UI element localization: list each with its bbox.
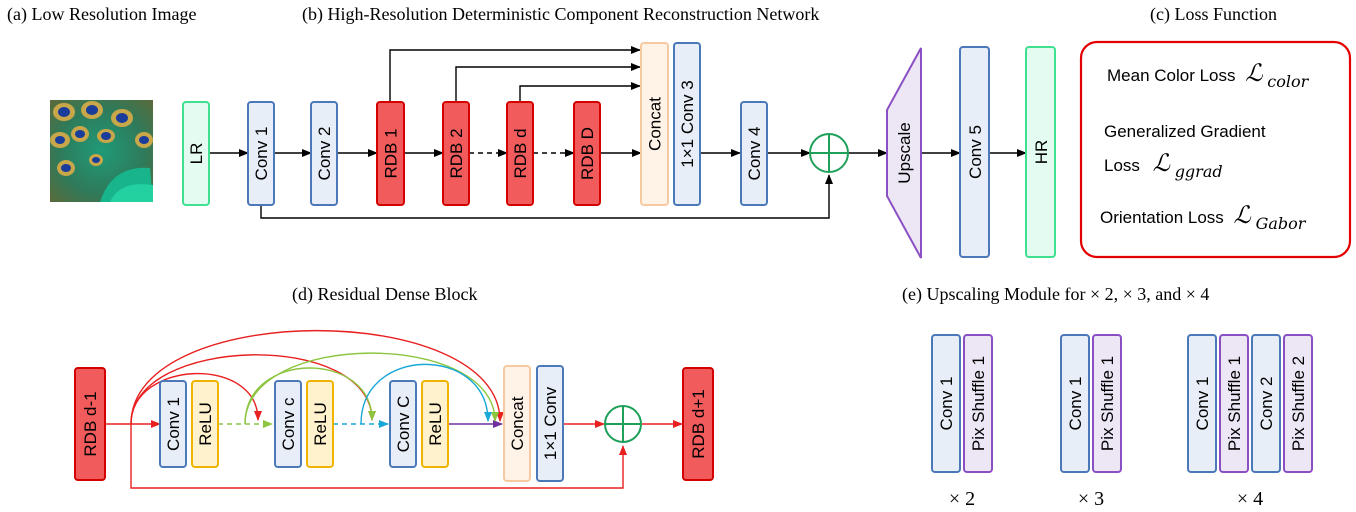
gradient-loss-line1: Generalized Gradient bbox=[1104, 122, 1266, 141]
rdb-relu2-label: ReLU bbox=[311, 402, 330, 445]
upscale-x3-module: Conv 1 Pix Shuffle 1 × 3 bbox=[1060, 334, 1122, 510]
conv1-block: Conv 1 bbox=[247, 101, 275, 206]
gradient-loss-line2: Loss ℒ ggrad bbox=[1104, 149, 1223, 181]
network-connections bbox=[209, 46, 1027, 219]
upscale-label: Upscale bbox=[895, 122, 914, 183]
rdb-relu3-block: ReLU bbox=[421, 380, 449, 468]
x4-conv2-label: Conv 2 bbox=[1257, 377, 1276, 431]
x3-shuffle-label: Pix Shuffle 1 bbox=[1098, 356, 1117, 451]
conv1x1-label: 1×1 Conv 3 bbox=[678, 80, 697, 167]
rdbd-label: RDB d bbox=[511, 128, 530, 178]
hr-label: HR bbox=[1032, 140, 1051, 165]
x4-shuffle1-label: Pix Shuffle 1 bbox=[1225, 356, 1244, 451]
rdb-convC-label: Conv C bbox=[394, 396, 413, 453]
rdb1-block: RDB 1 bbox=[376, 101, 405, 206]
rdb-conv1-label: Conv 1 bbox=[164, 397, 183, 451]
x2-label: × 2 bbox=[949, 488, 975, 510]
x3-conv-label: Conv 1 bbox=[1066, 377, 1085, 431]
rdb-conv1x1-label: 1×1 Conv bbox=[541, 386, 560, 460]
rdbD-block: RDB D bbox=[573, 101, 601, 206]
title-a: (a) Low Resolution Image bbox=[7, 4, 196, 25]
rdb-sum-node bbox=[604, 405, 642, 443]
rdb-concat-block: Concat bbox=[503, 365, 531, 482]
rdb-connections bbox=[105, 330, 683, 489]
x2-conv-label: Conv 1 bbox=[937, 377, 956, 431]
rdb-relu1-block: ReLU bbox=[191, 380, 219, 468]
rdb-output-label: RDB d+1 bbox=[689, 389, 708, 458]
rdb-relu1-label: ReLU bbox=[196, 402, 215, 445]
rdb-output-block: RDB d+1 bbox=[682, 367, 714, 481]
conv1-label: Conv 1 bbox=[252, 127, 271, 181]
conv4-block: Conv 4 bbox=[740, 101, 768, 206]
rdb-relu3-label: ReLU bbox=[426, 402, 445, 445]
conv4-label: Conv 4 bbox=[745, 127, 764, 181]
rdb-input-label: RDB d-1 bbox=[81, 391, 100, 456]
mean-color-loss: Mean Color Loss ℒ color bbox=[1107, 59, 1310, 91]
upscale-block: Upscale bbox=[886, 47, 922, 259]
loss-function-box: Mean Color Loss ℒ color Generalized Grad… bbox=[1079, 40, 1352, 259]
concat-label: Concat bbox=[646, 97, 665, 151]
rdb-conv1x1-block: 1×1 Conv bbox=[536, 365, 564, 482]
conv5-block: Conv 5 bbox=[959, 46, 990, 258]
rdb-relu2-block: ReLU bbox=[306, 380, 334, 468]
rdbD-label: RDB D bbox=[578, 127, 597, 180]
conv5-label: Conv 5 bbox=[966, 125, 985, 179]
rdb-convc-label: Conv c bbox=[279, 397, 298, 450]
rdb-concat-label: Concat bbox=[508, 396, 527, 450]
x4-conv1-label: Conv 1 bbox=[1193, 377, 1212, 431]
rdb-convc-block: Conv c bbox=[274, 380, 302, 468]
sum-node bbox=[809, 133, 849, 173]
rdb-conv1-block: Conv 1 bbox=[159, 380, 187, 468]
title-b: (b) High-Resolution Deterministic Compon… bbox=[302, 4, 819, 25]
x2-shuffle-label: Pix Shuffle 1 bbox=[969, 356, 988, 451]
rdb1-label: RDB 1 bbox=[382, 128, 401, 178]
lr-label: LR bbox=[187, 143, 206, 165]
title-e: (e) Upscaling Module for × 2, × 3, and ×… bbox=[902, 284, 1209, 305]
concat-block: Concat bbox=[640, 42, 669, 206]
rdb2-label: RDB 2 bbox=[447, 128, 466, 178]
rdb-input-block: RDB d-1 bbox=[74, 367, 106, 481]
upscale-x2-module: Conv 1 Pix Shuffle 1 × 2 bbox=[931, 334, 993, 510]
conv2-label: Conv 2 bbox=[315, 127, 334, 181]
x4-shuffle2-label: Pix Shuffle 2 bbox=[1289, 356, 1308, 451]
x4-label: × 4 bbox=[1237, 488, 1263, 510]
low-resolution-image bbox=[50, 100, 153, 202]
x3-label: × 3 bbox=[1078, 488, 1104, 510]
rdb-convC-block: Conv C bbox=[389, 380, 417, 468]
hr-block: HR bbox=[1025, 46, 1056, 258]
lr-block: LR bbox=[182, 101, 210, 206]
title-c: (c) Loss Function bbox=[1150, 4, 1277, 25]
conv1x1-block: 1×1 Conv 3 bbox=[673, 42, 701, 206]
upscale-x4-module: Conv 1 Pix Shuffle 1 Conv 2 Pix Shuffle … bbox=[1187, 334, 1313, 510]
orientation-loss: Orientation Loss ℒ Gabor bbox=[1100, 201, 1307, 233]
rdb2-block: RDB 2 bbox=[442, 101, 470, 206]
rdbd-block: RDB d bbox=[506, 101, 534, 206]
conv2-block: Conv 2 bbox=[310, 101, 338, 206]
title-d: (d) Residual Dense Block bbox=[292, 284, 477, 305]
